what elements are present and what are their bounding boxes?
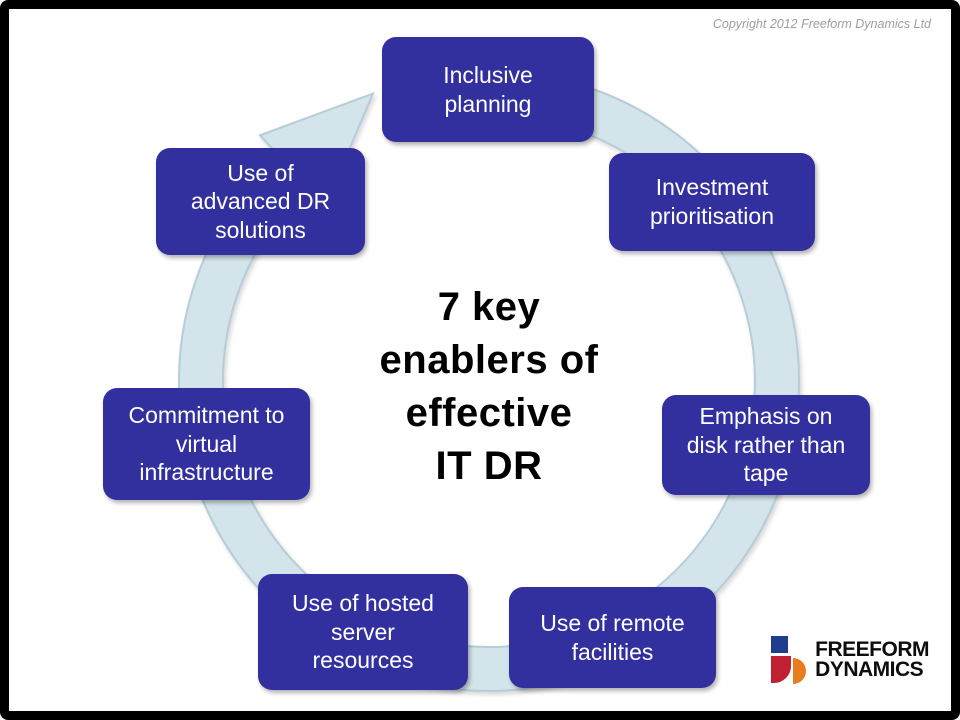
cycle-item-investment-prioritisation: Investment prioritisation bbox=[609, 153, 815, 251]
logo-line-2: DYNAMICS bbox=[815, 658, 924, 681]
logo-wordmark: FREEFORM DYNAMICS bbox=[815, 637, 929, 681]
freeform-dynamics-logo-icon bbox=[771, 636, 807, 684]
cycle-item-advanced-dr-solutions: Use of advanced DR solutions bbox=[156, 148, 365, 255]
cycle-item-remote-facilities: Use of remote facilities bbox=[509, 587, 716, 688]
cycle-item-hosted-server-resources: Use of hosted server resources bbox=[258, 574, 468, 690]
cycle-item-emphasis-on-disk: Emphasis on disk rather than tape bbox=[662, 395, 870, 495]
logo-line-1: FREEFORM bbox=[815, 637, 929, 661]
freeform-dynamics-logo: FREEFORM DYNAMICS bbox=[770, 635, 929, 685]
cycle-item-inclusive-planning: Inclusive planning bbox=[382, 37, 594, 142]
diagram-title: 7 key enablers of effective IT DR bbox=[379, 285, 599, 488]
copyright-notice: Copyright 2012 Freeform Dynamics Ltd bbox=[712, 17, 931, 31]
cycle-item-virtual-infrastructure: Commitment to virtual infrastructure bbox=[103, 388, 310, 500]
